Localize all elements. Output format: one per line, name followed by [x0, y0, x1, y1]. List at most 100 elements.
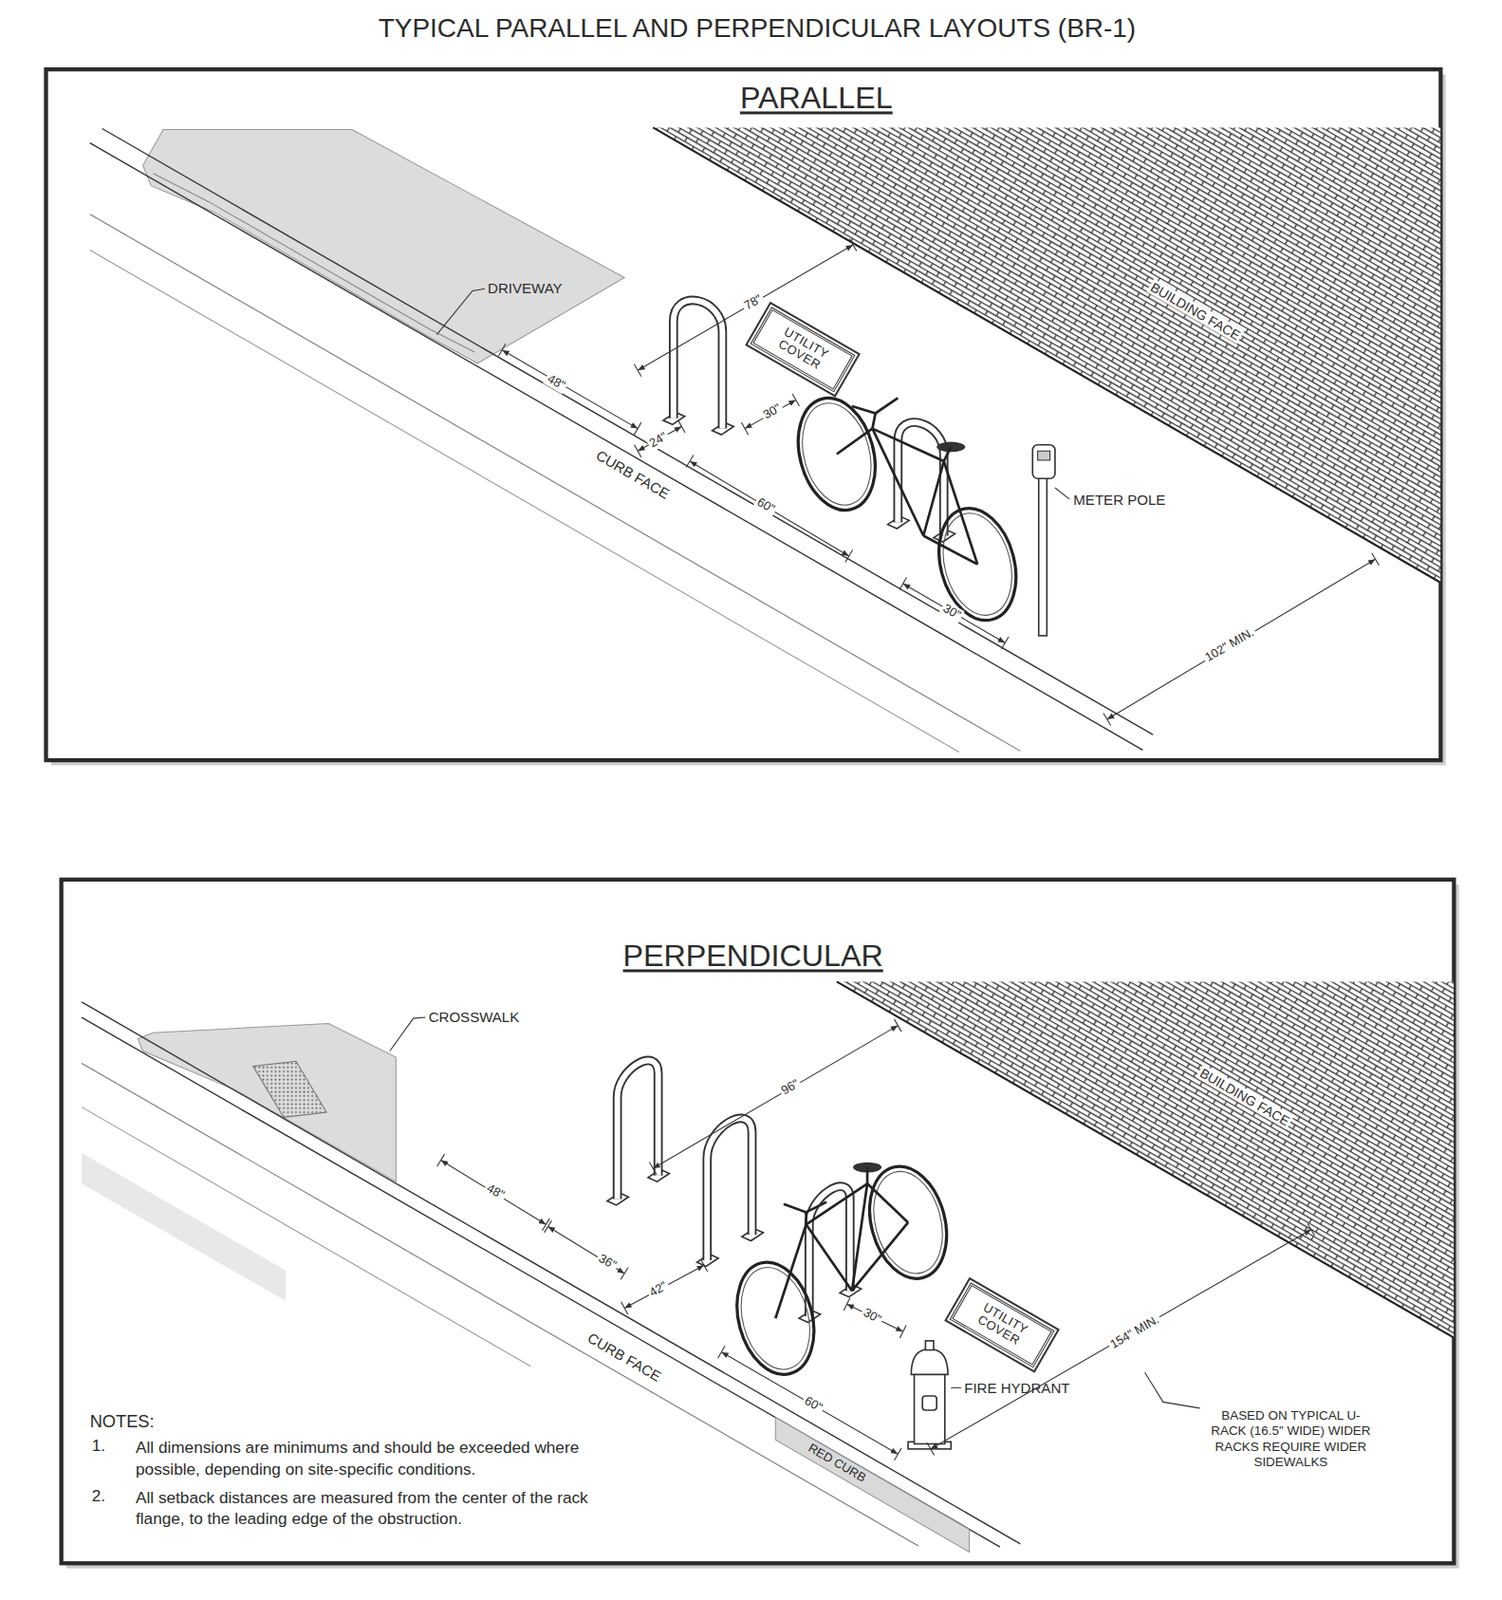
extension-tick: [633, 364, 642, 377]
bike-rack: [706, 1117, 752, 1261]
extension-tick: [1001, 636, 1009, 650]
extension-tick: [741, 422, 748, 435]
extension-tick: [792, 393, 799, 407]
tactile-pad: [253, 1060, 327, 1117]
bicycle-frame: [852, 1183, 868, 1291]
building-face-line: [836, 981, 1455, 1337]
bicycle-frame: [775, 1223, 806, 1318]
extension-tick: [1372, 553, 1380, 566]
bike-rack: [673, 299, 724, 428]
leader-line: [950, 1387, 962, 1389]
fire-hydrant: [922, 1395, 937, 1410]
bicycle-handlebar: [852, 397, 898, 413]
bike-rack: [617, 1059, 659, 1199]
parking-meter: [1032, 445, 1056, 479]
dimension-line: [441, 1160, 547, 1225]
meter-pole: [1038, 477, 1048, 636]
bicycle-frame: [806, 1183, 869, 1224]
gutter-line: [81, 1062, 919, 1546]
bicycle-wheel: [857, 1157, 959, 1287]
extension-tick: [899, 577, 908, 591]
note-number: 1.: [92, 1436, 106, 1456]
panel-frame: [45, 69, 1441, 761]
meter-window: [1038, 450, 1051, 461]
dimension-line: [1107, 558, 1376, 720]
page-title: TYPICAL PARALLEL AND PERPENDICULAR LAYOU…: [378, 13, 1136, 44]
extension-tick: [894, 1447, 903, 1461]
extension-tick: [899, 1324, 907, 1338]
street-line: [90, 249, 960, 752]
extension-tick: [700, 1259, 707, 1272]
bike-rack: [809, 1186, 851, 1317]
building-wall: [836, 981, 1455, 1337]
callout-label: FIRE HYDRANT: [964, 1379, 1070, 1396]
panel-frame: [61, 879, 1455, 1563]
extension-tick: [1103, 713, 1112, 726]
dimension-line: [548, 1225, 626, 1273]
bicycle-frame: [806, 1223, 853, 1291]
bike-rack: [673, 299, 724, 428]
extension-tick: [621, 1301, 629, 1315]
extension-tick: [718, 1345, 726, 1358]
extension-tick: [544, 1220, 553, 1233]
extension-tick: [633, 422, 642, 435]
crosswalk-ramp: [137, 1022, 396, 1182]
parallel-panel: [90, 127, 1442, 752]
dimension-line: [624, 1264, 705, 1308]
note-text: All setback distances are measured from …: [135, 1486, 600, 1530]
dimension-line: [689, 461, 850, 557]
dimension-line: [847, 1303, 904, 1332]
bicycle-seatpost: [866, 1167, 870, 1184]
extension-tick: [541, 1218, 550, 1231]
bicycle-frame: [871, 428, 924, 537]
fire-hydrant: [925, 1340, 934, 1351]
leader-line: [389, 1017, 427, 1051]
dimension-line: [637, 426, 682, 451]
dimension-line: [721, 1352, 898, 1455]
note-heading: NOTES:: [90, 1410, 155, 1431]
extension-tick: [894, 1019, 903, 1032]
dimension-line: [903, 583, 1006, 643]
callout-label: CROSSWALK: [428, 1009, 520, 1026]
extension-tick: [1307, 1223, 1316, 1236]
bicycle-frame: [923, 461, 945, 536]
callout-label: DRIVEWAY: [487, 280, 563, 297]
dimension-line: [501, 350, 638, 429]
note-text: All dimensions are minimums and should b…: [135, 1436, 600, 1480]
bicycle-frame: [944, 461, 978, 565]
bike-rack: [706, 1117, 752, 1261]
extension-tick: [686, 455, 694, 468]
street-line: [81, 1107, 531, 1367]
bicycle-seatpost: [944, 446, 952, 462]
bike-rack: [897, 422, 944, 536]
perpendicular-panel: [81, 981, 1454, 1552]
fire-hydrant: [910, 1348, 948, 1374]
extension-tick: [849, 239, 857, 252]
curb-line: [81, 1001, 1020, 1544]
bicycle-stem: [871, 412, 875, 428]
leader-line: [1055, 487, 1070, 500]
panel-heading: PARALLEL: [740, 81, 893, 117]
bicycle-frame: [867, 1183, 909, 1223]
bicycle-wheel: [791, 395, 882, 514]
dimension-line: [652, 1025, 898, 1169]
note-number: 2.: [92, 1486, 106, 1506]
extension-tick: [927, 1442, 935, 1455]
bicycle-wheel: [863, 1163, 954, 1281]
bicycle-frame: [836, 428, 873, 455]
dimension-line: [744, 400, 797, 429]
leader-line: [436, 288, 485, 334]
extension-tick: [678, 420, 686, 433]
bike-rack: [809, 1186, 851, 1317]
fire-hydrant: [914, 1372, 946, 1444]
bicycle-wheel: [786, 389, 888, 519]
extension-tick: [843, 1297, 851, 1311]
extension-tick: [437, 1153, 446, 1167]
extension-tick: [633, 445, 641, 458]
bike-rack: [617, 1059, 659, 1199]
bicycle-frame: [871, 428, 944, 462]
bicycle-handlebar: [783, 1202, 827, 1213]
note-text: BASED ON TYPICAL U-RACK (16.5" WIDE) WID…: [1204, 1408, 1378, 1470]
